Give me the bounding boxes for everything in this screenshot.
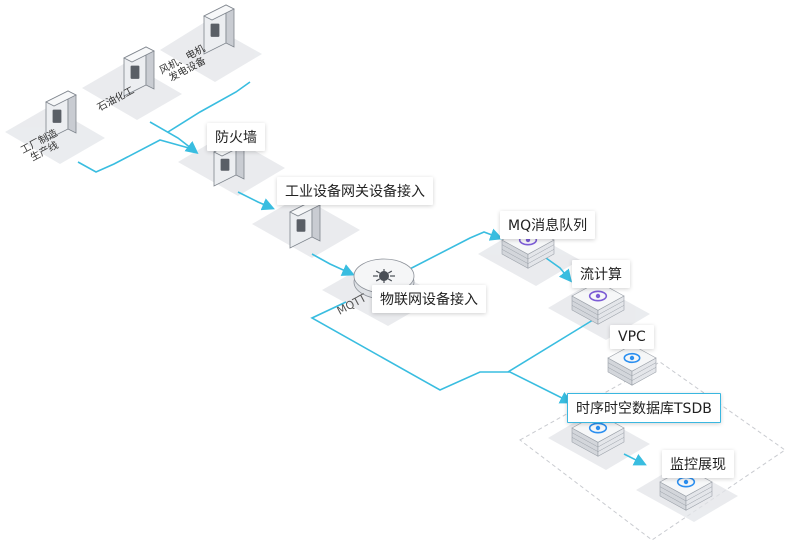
mq-label: MQ消息队列 — [500, 211, 596, 239]
iot-hub-device — [353, 258, 415, 300]
iot-access-label: 物联网设备接入 — [372, 285, 486, 313]
connector-petro-to-firewall — [149, 121, 199, 154]
vpc-box — [607, 344, 657, 386]
connector-firewall-to-gateway — [237, 191, 275, 211]
database-icon — [588, 422, 608, 434]
wind-power-device — [203, 4, 235, 55]
stream-box — [571, 281, 625, 325]
connector-iot-to-mq — [399, 228, 503, 275]
iot-hub-icon — [373, 269, 395, 283]
stream-compute-icon — [588, 290, 608, 302]
gateway-icon — [296, 219, 306, 232]
connector-gateway-to-iot — [311, 253, 355, 276]
vpc-region-outline — [519, 361, 786, 541]
wind-turbine-icon — [210, 23, 220, 37]
connectors — [77, 81, 647, 466]
connector-factory-to-firewall — [77, 139, 197, 173]
factory-icon — [52, 109, 62, 123]
stream-label: 流计算 — [572, 260, 630, 288]
connector-mq-to-stream — [545, 257, 573, 283]
cloud-icon — [623, 352, 641, 364]
tsdb-label: 时序时空数据库TSDB — [567, 393, 721, 423]
factory-line-device — [45, 90, 77, 141]
petrochemical-device — [123, 46, 155, 97]
tile-wind-power — [160, 22, 262, 82]
connector-wind-to-firewall — [167, 81, 251, 133]
connector-iot-to-tsdb — [310, 301, 573, 404]
connector-stream-to-vpc — [507, 311, 607, 373]
connector-tsdb-to-monitor — [623, 453, 647, 466]
gateway-device — [289, 200, 321, 249]
vpc-label: VPC — [610, 325, 654, 349]
boxes — [45, 4, 713, 511]
oil-derrick-icon — [130, 65, 140, 79]
monitor-label: 监控展现 — [662, 450, 734, 478]
firewall-label: 防火墙 — [207, 123, 265, 151]
firewall-icon — [220, 158, 230, 171]
gateway-label: 工业设备网关设备接入 — [277, 177, 433, 205]
